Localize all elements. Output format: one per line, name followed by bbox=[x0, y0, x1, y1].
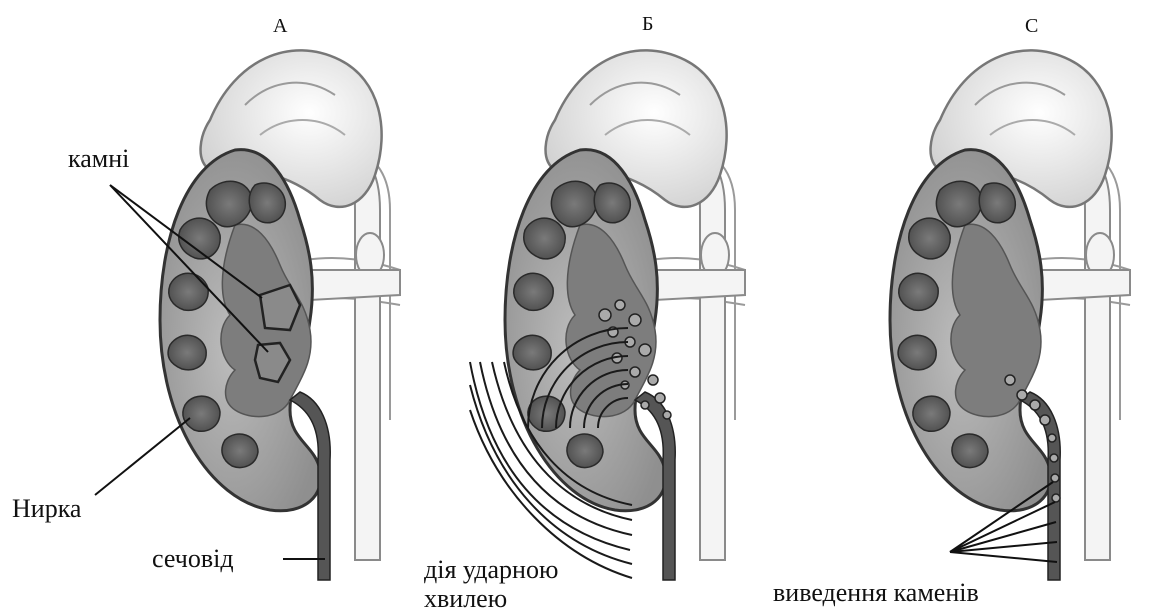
label-shockwave-line2: хвилею bbox=[424, 586, 507, 612]
label-shockwave-line1: дія ударною bbox=[424, 557, 558, 583]
label-kidney: Нирка bbox=[12, 496, 81, 522]
panel-b-kidney bbox=[505, 50, 745, 580]
panel-label-c: С bbox=[1025, 16, 1038, 36]
panel-label-b: Б bbox=[642, 14, 653, 34]
panel-c-kidney bbox=[890, 50, 1130, 580]
label-stone-removal: виведення каменів bbox=[773, 580, 979, 606]
panel-label-a: А bbox=[273, 16, 287, 36]
label-ureter: сечовід bbox=[152, 546, 234, 572]
panel-a-kidney bbox=[160, 50, 400, 580]
label-stones: камні bbox=[68, 146, 129, 172]
